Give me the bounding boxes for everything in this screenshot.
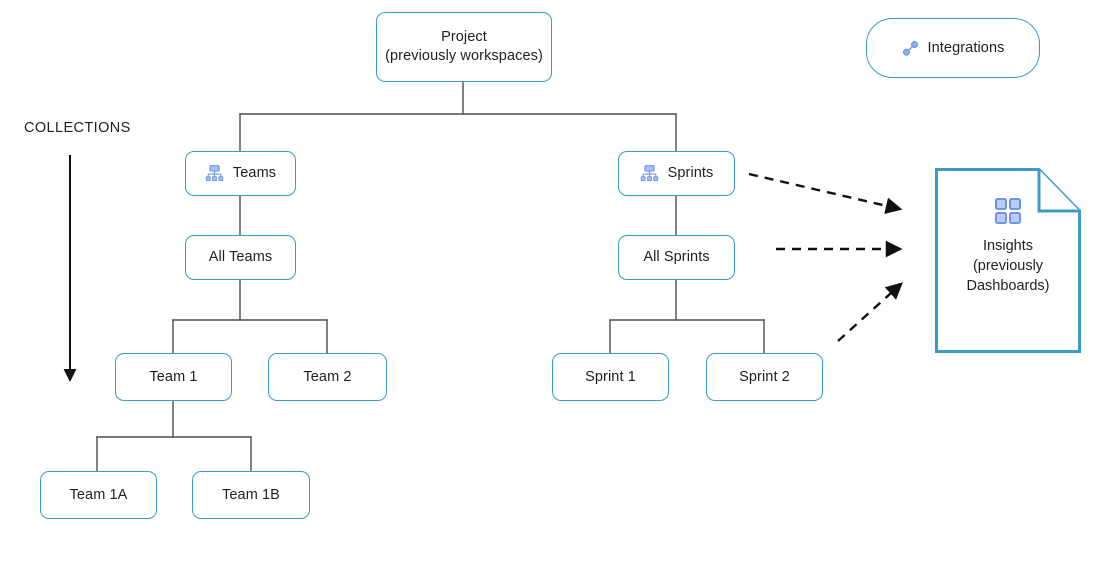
node-team-1-label: Team 1	[149, 368, 198, 385]
node-team-1b[interactable]: Team 1B	[192, 471, 310, 519]
node-all-sprints[interactable]: All Sprints	[618, 235, 735, 280]
node-project[interactable]: Project (previously workspaces)	[376, 12, 552, 82]
edge-sprints-insights-dashed	[748, 172, 903, 214]
node-sprint-2[interactable]: Sprint 2	[706, 353, 823, 401]
node-team-1a[interactable]: Team 1A	[40, 471, 157, 519]
node-sprint-1-label: Sprint 1	[585, 368, 636, 385]
node-team-2-label: Team 2	[303, 368, 352, 385]
node-team-1a-label: Team 1A	[69, 486, 128, 503]
integrations-link-icon	[902, 40, 919, 57]
grid-dashboard-icon	[994, 197, 1022, 225]
node-all-sprints-label: All Sprints	[643, 249, 710, 265]
edge-sprint2-insights-dashed	[837, 282, 903, 342]
node-integrations[interactable]: Integrations	[866, 18, 1040, 78]
hierarchy-icon	[640, 164, 659, 183]
collections-label: COLLECTIONS	[24, 120, 131, 136]
document-shape	[935, 168, 1081, 353]
node-sprint-2-label: Sprint 2	[739, 368, 790, 385]
node-teams[interactable]: Teams	[185, 151, 296, 196]
node-sprint-1[interactable]: Sprint 1	[552, 353, 669, 401]
node-project-label: Project (previously workspaces)	[385, 29, 543, 64]
node-sprints[interactable]: Sprints	[618, 151, 735, 196]
node-all-teams-label: All Teams	[208, 249, 273, 265]
node-sprints-label: Sprints	[667, 165, 714, 181]
node-teams-label: Teams	[232, 165, 277, 181]
node-team-1[interactable]: Team 1	[115, 353, 232, 401]
node-insights[interactable]: Insights (previously Dashboards)	[935, 168, 1081, 353]
node-integrations-label: Integrations	[927, 39, 1005, 56]
node-team-2[interactable]: Team 2	[268, 353, 387, 401]
node-insights-label: Insights (previously Dashboards)	[966, 238, 1050, 294]
hierarchy-icon	[205, 164, 224, 183]
node-team-1b-label: Team 1B	[222, 486, 280, 503]
node-all-teams[interactable]: All Teams	[185, 235, 296, 280]
